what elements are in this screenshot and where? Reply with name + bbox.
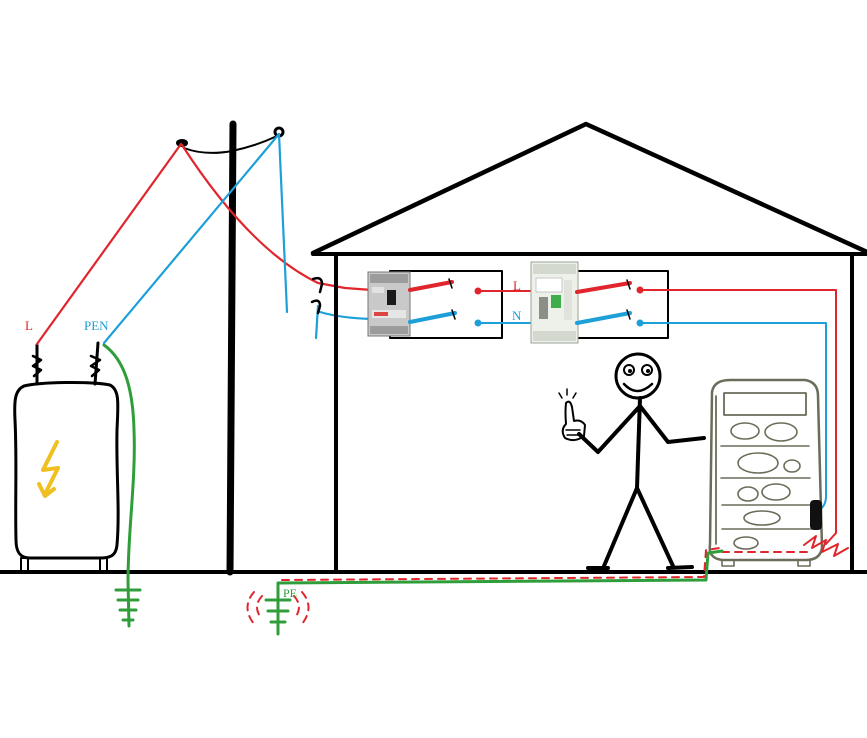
transformer-icon [13,341,120,572]
pole-post [226,120,237,576]
rcd-breaker-icon [530,261,579,344]
thumbs-up-icon [558,388,586,442]
transformer-earth [102,343,142,628]
fault-spark [721,535,849,557]
ground-symbol-icon [114,588,142,622]
switch-neutral-1 [408,311,457,324]
label-house-n: N [512,308,522,323]
ground-symbol-icon [246,581,310,636]
enclosure-2 [571,270,669,339]
transformer-body [13,380,120,560]
plug-icon [810,500,822,530]
earth-wire [102,343,136,628]
transformer-leg-left [20,557,29,572]
label-transformer-l: L [25,318,33,333]
utility-pole [176,120,285,576]
body [635,396,642,490]
pole-crossbar-wire [183,135,278,154]
label-transformer-pen: PEN [84,318,109,333]
rcd-breaker-icon [367,271,411,337]
transformer-leg-right [99,557,108,572]
arm-left [577,404,642,454]
service-hooks [310,276,324,315]
pe-earth [246,547,724,636]
switch-neutral-2 [575,311,632,325]
house-line-wire [639,289,837,545]
fault-current-path [281,547,721,581]
leg-right [635,486,675,568]
house-outline [310,121,867,574]
roof [310,121,867,256]
lightning-bolt-icon [37,440,60,498]
leg-left [602,486,639,568]
switch-line-2 [575,281,632,294]
switch-line-1 [408,280,454,292]
arm-right [638,404,706,444]
overhead-pen-conductor [102,132,374,345]
terminal-l [31,343,43,386]
breaker-box-2 [530,261,669,344]
fridge-icon [708,378,824,567]
overhead-line-conductor [35,142,374,346]
terminal-pen [89,341,102,386]
breaker-box-1 [367,270,534,339]
broken-pen-end [277,132,289,314]
label-pe: PE [283,586,297,600]
person-figure [558,352,706,570]
label-house-l: L [513,278,521,293]
house-neutral-wire [639,322,827,512]
pe-wire [276,549,724,585]
